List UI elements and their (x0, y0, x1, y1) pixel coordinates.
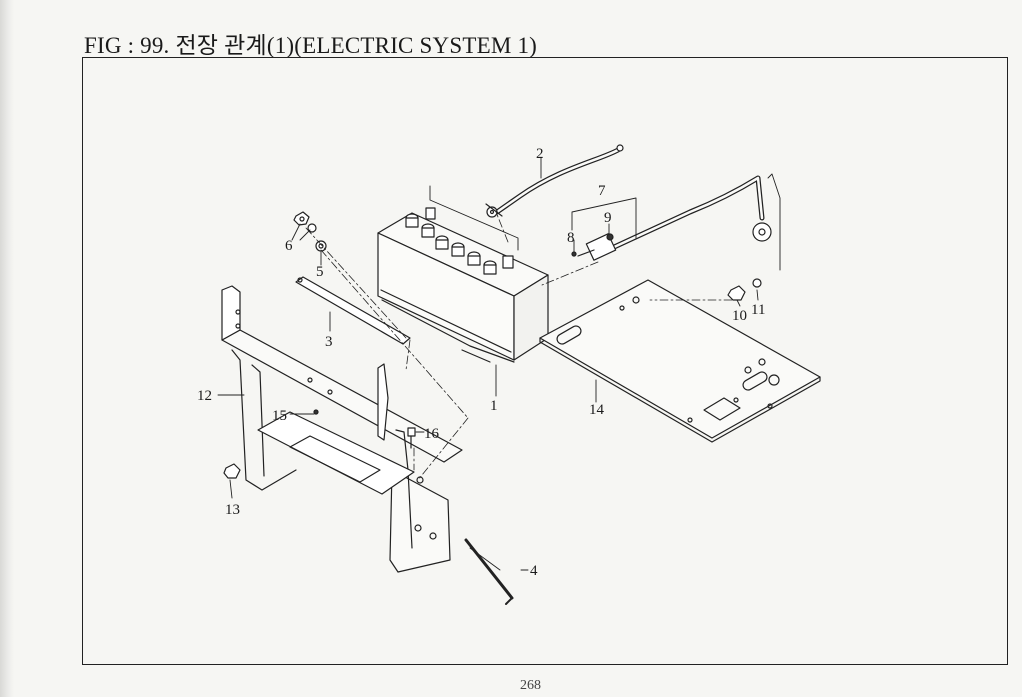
bolt-part-16 (407, 427, 416, 449)
callout-6: 6 (285, 238, 293, 254)
cable-part-2 (485, 144, 624, 218)
callout-13: 13 (225, 502, 240, 518)
callout-3: 3 (325, 334, 333, 350)
battery-tray-part-14 (539, 279, 821, 443)
callout-5: 5 (316, 264, 324, 280)
callout-12: 12 (197, 388, 212, 404)
assembly-center-lines (305, 211, 733, 481)
nut-part-6 (293, 211, 317, 233)
bolt-part-15 (313, 409, 319, 415)
callout-4: 4 (530, 563, 538, 579)
page-left-edge (0, 0, 14, 697)
callout-9: 9 (604, 210, 612, 226)
washer-part-11 (752, 278, 762, 288)
nut-part-10 (727, 285, 746, 301)
callout-11: 11 (751, 302, 765, 318)
rod-part-4 (464, 538, 514, 605)
callout-8: 8 (567, 230, 575, 246)
washer-part-5 (315, 240, 327, 252)
callout-7: 7 (598, 183, 606, 199)
callout-10: 10 (732, 308, 747, 324)
callout-14: 14 (589, 402, 605, 418)
callout-1: 1 (490, 398, 498, 414)
part-callouts: 1 2 3 4 5 6 7 8 9 10 11 12 13 14 15 16 (197, 146, 765, 579)
figure-title: FIG : 99. 전장 관계(1)(ELECTRIC SYSTEM 1) (84, 33, 537, 58)
leader-lines (217, 157, 781, 571)
bolt-part-9 (606, 233, 614, 241)
cable-part-7 (577, 175, 772, 261)
bolt-part-13 (223, 463, 241, 479)
callout-15: 15 (272, 408, 287, 424)
battery-bracket-part-12 (221, 285, 463, 573)
callout-2: 2 (536, 146, 544, 162)
battery (377, 207, 549, 363)
bolt-part-8 (571, 251, 577, 257)
page-number: 268 (520, 678, 541, 693)
hold-down-bar-part-3 (295, 276, 411, 345)
callout-16: 16 (424, 426, 440, 442)
diagram-frame (82, 57, 1008, 665)
